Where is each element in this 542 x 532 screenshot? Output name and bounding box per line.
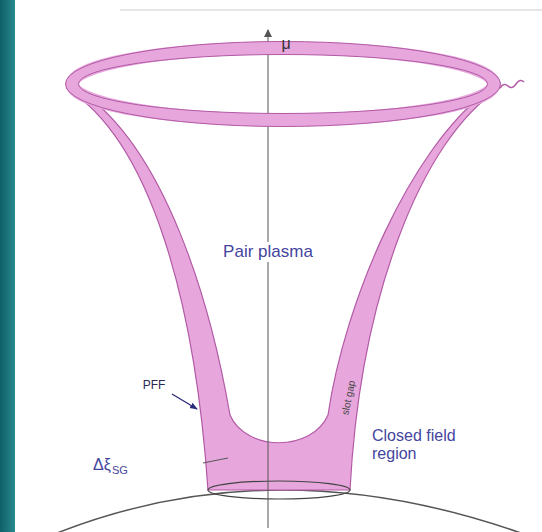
axis-label: μ xyxy=(281,35,290,53)
ring-outline xyxy=(66,42,501,127)
width-subscript: SG xyxy=(112,464,128,477)
ring-outline xyxy=(79,55,488,114)
open-field-band xyxy=(66,88,500,490)
top-ring xyxy=(72,48,494,120)
emission-wave xyxy=(500,80,524,88)
polar-cap xyxy=(208,481,350,499)
side-bar xyxy=(0,0,15,532)
gap-width-tick xyxy=(203,458,228,463)
top-rule xyxy=(120,10,542,11)
star-surface xyxy=(40,490,540,532)
region-label: Pair plasma xyxy=(221,242,315,262)
magnetic-axis xyxy=(268,30,269,528)
callout-label: PFF xyxy=(143,379,166,393)
leader-line xyxy=(172,394,197,409)
width-label: Δξ xyxy=(93,456,111,474)
region-label: Closed field region xyxy=(372,427,472,464)
